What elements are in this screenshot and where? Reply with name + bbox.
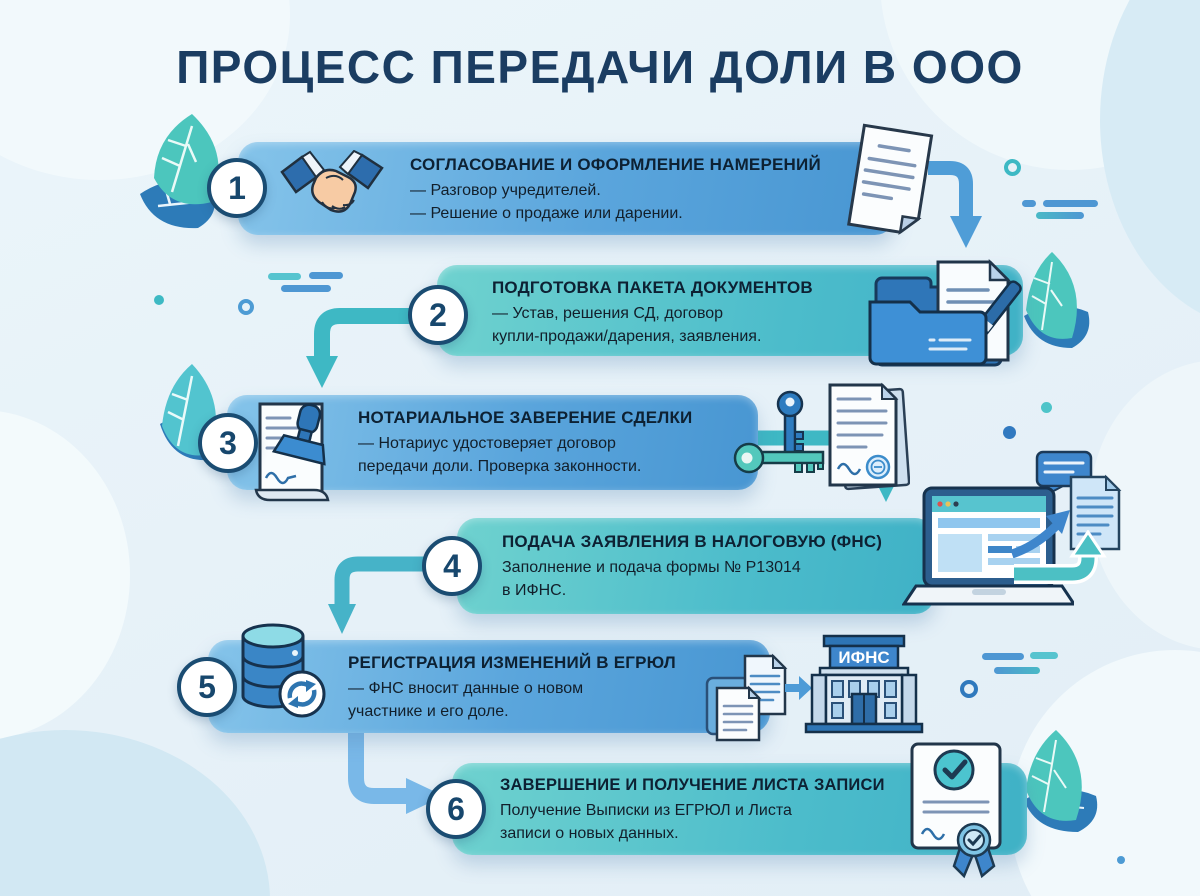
leaf-decoration-icon <box>1024 252 1090 348</box>
document-icon <box>847 123 934 235</box>
step-4-banner: ПОДАЧА ЗАЯВЛЕНИЯ В НАЛОГОВУЮ (ФНС) Запол… <box>457 518 935 614</box>
background-blob <box>0 730 270 896</box>
step-6-title: ЗАВЕРШЕНИЕ И ПОЛУЧЕНИЕ ЛИСТА ЗАПИСИ <box>500 776 885 794</box>
dot-decoration <box>1003 426 1016 439</box>
step-3-line: передачи доли. Проверка законности. <box>358 458 642 475</box>
folder-documents-icon <box>868 258 1022 367</box>
step-number-label: 2 <box>429 296 447 333</box>
connector-arrow-down <box>928 161 982 248</box>
dot-decoration <box>1117 856 1125 864</box>
step-4-number: 4 <box>422 536 482 596</box>
notary-stamp-icon <box>254 402 330 502</box>
step-number-label: 5 <box>198 668 216 705</box>
building-sign-label: ИФНС <box>838 648 889 667</box>
speed-lines <box>994 667 1040 674</box>
step-1-title: СОГЛАСОВАНИЕ И ОФОРМЛЕНИЕ НАМЕРЕНИЙ <box>410 155 821 174</box>
step-5-title: РЕГИСТРАЦИЯ ИЗМЕНЕНИЙ В ЕГРЮЛ <box>348 653 676 672</box>
step-4-line: в ИФНС. <box>502 582 567 599</box>
page-title: ПРОЦЕСС ПЕРЕДАЧИ ДОЛИ В ООО <box>176 41 1024 93</box>
ring-decoration <box>238 299 254 315</box>
speed-lines <box>1022 200 1036 207</box>
step-2-line: купли-продажи/дарения, заявления. <box>492 328 762 345</box>
speed-lines <box>268 273 301 280</box>
dot-decoration <box>1041 402 1052 413</box>
step-4-title: ПОДАЧА ЗАЯВЛЕНИЯ В НАЛОГОВУЮ (ФНС) <box>502 532 883 551</box>
step-3-title: НОТАРИАЛЬНОЕ ЗАВЕРЕНИЕ СДЕЛКИ <box>358 408 693 427</box>
step-4-line: Заполнение и подача формы № Р13014 <box>502 559 801 576</box>
step-number-label: 1 <box>228 169 246 206</box>
arrow-right-icon <box>785 676 812 700</box>
step-3-line: — Нотариус удостоверяет договор <box>358 435 616 452</box>
documents-icon <box>705 653 788 742</box>
speed-lines <box>281 285 331 292</box>
step-5-number: 5 <box>177 657 237 717</box>
laptop-form-icon <box>902 486 1074 606</box>
step-1-line: — Решение о продаже или дарении. <box>410 205 683 222</box>
document-icon <box>1069 474 1122 551</box>
step-number-label: 6 <box>447 790 465 827</box>
step-number-label: 3 <box>219 424 237 461</box>
step-3-number: 3 <box>198 413 258 473</box>
ring-decoration <box>1004 159 1021 176</box>
sync-icon <box>278 670 326 718</box>
step-5-line: — ФНС вносит данные о новом <box>348 680 584 697</box>
connector-arrow-down <box>306 308 412 388</box>
connector-arrow-down <box>328 556 426 634</box>
certificate-icon <box>910 742 1002 879</box>
speed-lines <box>309 272 343 279</box>
background-blob <box>0 410 130 740</box>
speed-lines <box>1036 212 1084 219</box>
step-5-line: участнике и его доле. <box>348 703 509 720</box>
arrow-up-icon <box>1010 510 1070 558</box>
handshake-icon <box>280 150 384 213</box>
step-number-label: 4 <box>443 547 461 584</box>
speed-lines <box>982 653 1024 660</box>
leaf-decoration-icon <box>140 114 219 229</box>
step-6-line: Получение Выписки из ЕГРЮЛ и Листа <box>500 802 792 819</box>
step-6-number: 6 <box>426 779 486 839</box>
step-1-line: — Разговор учредителей. <box>410 182 601 199</box>
arrow-bend-up-icon <box>1014 530 1107 584</box>
step-6-line: записи о новых данных. <box>500 825 679 842</box>
speed-lines <box>1030 652 1058 659</box>
ring-decoration <box>960 680 978 698</box>
connector-arrow-right <box>348 732 444 814</box>
step-2-title: ПОДГОТОВКА ПАКЕТА ДОКУМЕНТОВ <box>492 278 813 297</box>
step-2-number: 2 <box>408 285 468 345</box>
speed-lines <box>1043 200 1098 207</box>
sealed-contract-icon <box>828 382 910 491</box>
tax-office-building-icon: ИФНС <box>804 634 924 734</box>
dot-decoration <box>154 295 164 305</box>
step-2-line: — Устав, решения СД, договор <box>492 305 724 322</box>
leaf-decoration-icon <box>1024 730 1098 832</box>
step-1-number: 1 <box>207 158 267 218</box>
keys-icon <box>733 390 825 474</box>
